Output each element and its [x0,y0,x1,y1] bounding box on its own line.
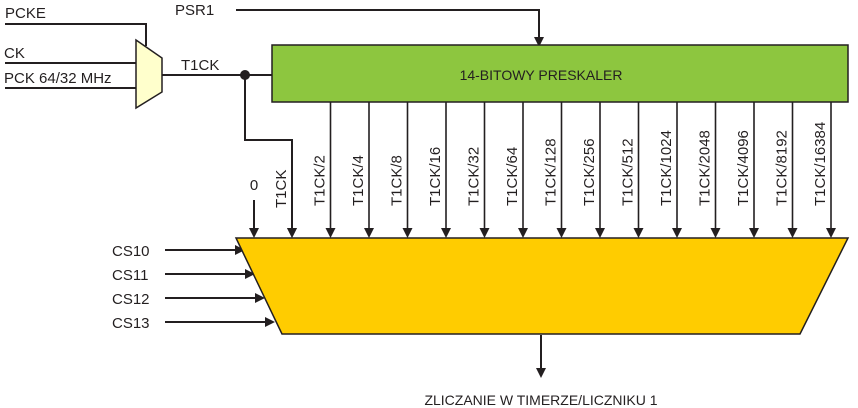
tap-label: T1CK/32 [466,147,483,206]
tap-arrowhead [441,228,451,238]
tap-label: T1CK/64 [504,147,521,206]
tap-arrowhead [325,228,336,238]
cs13-label: CS13 [112,315,150,332]
tap-label: T1CK/16 [427,147,444,206]
tap-label-zero: 0 [250,177,258,194]
cs10-label: CS10 [112,243,150,260]
t1ck-tap-line [244,75,297,238]
tap-label: T1CK/128 [543,138,560,206]
tap-arrowhead [556,228,567,238]
psr1-line [236,9,544,47]
tap-arrowhead [826,228,836,238]
tap-arrowhead [710,228,721,238]
prescaler-block [271,44,849,103]
cs11-label: CS11 [112,267,148,284]
cs12-label: CS12 [112,291,150,308]
tap-label: T1CK/4 [350,155,367,206]
clock-select-mux [234,237,850,335]
tap-arrowhead [287,228,297,238]
psr1-label: PSR1 [175,2,214,19]
tap-label: T1CK/8 [389,155,406,206]
tap-label: T1CK/256 [581,138,598,206]
tap-label: T1CK/2048 [697,130,714,206]
tap-arrowhead [364,228,374,238]
tap-arrowhead [787,228,798,238]
prescaler-label: 14-BITOWY PRESKALER [460,67,623,83]
tap-label: T1CK [273,170,290,208]
pcke-line [5,23,147,46]
tap-arrowhead [518,228,528,238]
tap-label: T1CK/16384 [812,122,829,206]
junction-dot [240,70,250,80]
tap-arrowhead [402,228,413,238]
tap-arrowhead [633,228,644,238]
output-label: ZLICZANIE W TIMERZE/LICZNIKU 1 [424,392,657,408]
tap-arrowhead [479,228,490,238]
tap-label: T1CK/4096 [735,130,752,206]
clock-mux [135,38,163,110]
tap-label: T1CK/512 [620,138,637,206]
tap-label: T1CK/2 [312,155,329,206]
pcke-label: PCKE [5,5,46,22]
tap-arrowhead [749,228,759,238]
tap-arrowhead [595,228,605,238]
tap-label: T1CK/1024 [658,130,675,206]
tap-arrowhead [672,228,682,238]
t1ck-label: T1CK [181,57,219,74]
ck-label: CK [4,45,25,62]
tap-label: T1CK/8192 [774,130,791,206]
pck-label: PCK 64/32 MHz [4,70,112,87]
